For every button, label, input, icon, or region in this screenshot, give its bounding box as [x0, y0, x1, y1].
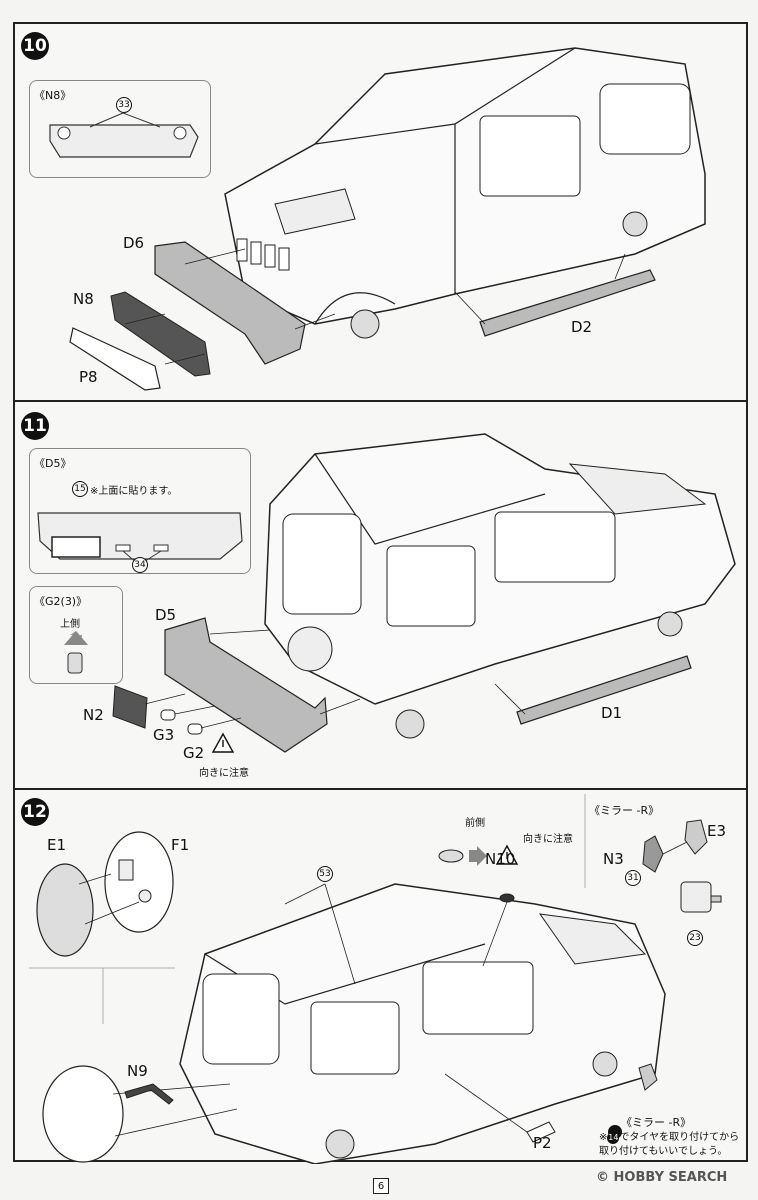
mirror-title: 《ミラー -R》 [589, 804, 660, 817]
watermark-mark: © [596, 1170, 609, 1185]
note-prefix: ※ [599, 1132, 608, 1143]
watermark-name: HOBBY SEARCH [613, 1170, 728, 1185]
part-label-n8: N8 [73, 290, 94, 308]
part-label-d1: D1 [601, 704, 623, 722]
part-label-n3: N3 [603, 850, 624, 868]
n8-part-drawing [49, 112, 199, 158]
part-label-n10: N10 [485, 850, 516, 868]
upper-side-label: 上側 [60, 619, 80, 630]
part-label-g3: G3 [153, 726, 175, 744]
part-label-d2: D2 [571, 318, 593, 336]
inset-title: 《G2(3)》 [34, 595, 88, 608]
part-label-d6: D6 [123, 234, 145, 252]
callout-number: 53 [317, 866, 333, 882]
callout-number: 15 [72, 481, 88, 497]
part-label-f1: F1 [171, 836, 190, 854]
step-number-badge: 12 [21, 798, 49, 826]
d5-detail-inset: 《D5》 15 ※上面に貼ります。 34 [29, 448, 251, 574]
instruction-sheet: 10 《N8》 33 [13, 22, 748, 1164]
step11-assembly-drawing [112, 433, 736, 753]
mirror-title: 《ミラー -R》 [621, 1116, 692, 1129]
inset-title: 《D5》 [34, 457, 72, 470]
caution-text: 向きに注意 [523, 834, 573, 845]
part-label-e1: E1 [47, 836, 67, 854]
note-step-ref: 14 [607, 1132, 620, 1144]
callout-number: 31 [625, 870, 641, 886]
inset-title: 《N8》 [34, 89, 72, 102]
front-side-label: 前側 [465, 818, 485, 829]
step-number-badge: 10 [21, 32, 49, 60]
part-label-e3: E3 [707, 822, 727, 840]
note-text: ※14でタイヤを取り付けてから [599, 1128, 739, 1144]
step10-assembly-drawing [69, 47, 706, 391]
section-divider [15, 400, 746, 402]
section-divider [15, 788, 746, 790]
inset-note: ※上面に貼ります。 [90, 486, 178, 497]
callout-number: 33 [116, 97, 132, 113]
page-number: 6 [373, 1178, 389, 1194]
step-number-badge: 11 [21, 412, 49, 440]
part-label-p2: P2 [533, 1134, 552, 1152]
d5-part-drawing [37, 512, 243, 566]
up-arrow-icon [64, 631, 88, 674]
n8-detail-inset: 《N8》 33 [29, 80, 211, 178]
step12-assembly-drawing [29, 794, 722, 1164]
note-line-1: でタイヤを取り付けてから [619, 1132, 740, 1143]
g2-orientation-inset: 《G2(3)》 上側 [29, 586, 123, 684]
callout-number: 34 [132, 557, 148, 573]
part-label-g2: G2 [183, 744, 205, 762]
part-label-d5: D5 [155, 606, 177, 624]
callout-number: 23 [687, 930, 703, 946]
part-label-n2: N2 [83, 706, 104, 724]
note-line-2: 取り付けてもいいでしょう。 [599, 1146, 728, 1157]
caution-text: 向きに注意 [199, 768, 249, 779]
part-label-p8: P8 [79, 368, 98, 386]
part-label-n9: N9 [127, 1062, 148, 1080]
watermark-text: © HOBBY SEARCH [596, 1170, 727, 1185]
